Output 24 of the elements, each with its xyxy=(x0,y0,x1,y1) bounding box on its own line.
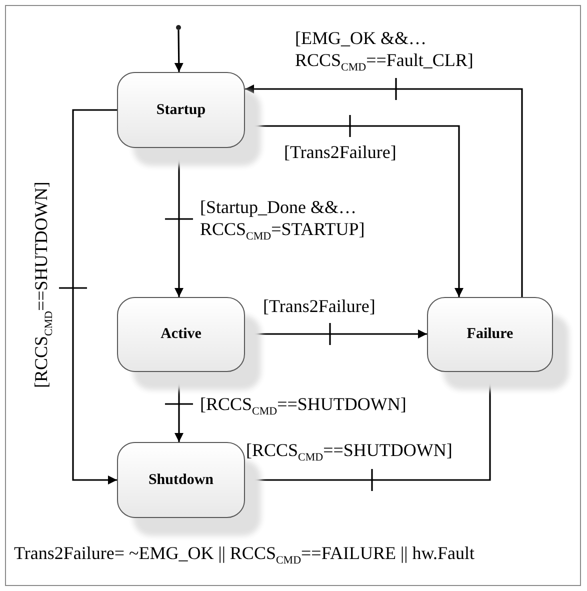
transition-arrow xyxy=(245,330,427,338)
transition-arrow xyxy=(174,148,184,297)
transition-arrow xyxy=(174,372,184,442)
transition-arrow xyxy=(245,372,491,484)
guard-condition: [RCCS$_{CMD}$==SHUTDOWN] xyxy=(246,439,454,466)
state-box xyxy=(117,442,245,518)
state-box xyxy=(427,297,553,372)
definition-note: Trans2Failure= ~EMG_OK || RCCS$_{CMD}$==FAILURE || hw.Fault xyxy=(14,543,475,567)
initial-state-dot xyxy=(176,25,181,30)
transition-arrow xyxy=(174,30,184,72)
state-box xyxy=(117,297,245,372)
state-name: Active xyxy=(160,326,202,343)
state-box xyxy=(117,72,245,148)
guard-condition: [Trans2Failure] xyxy=(284,141,398,163)
state-name: Failure xyxy=(466,326,514,343)
state-name: Shutdown xyxy=(148,472,214,488)
guard-condition: [RCCS$_{CMD}$==SHUTDOWN] xyxy=(200,393,408,420)
transition-arrow xyxy=(245,84,523,297)
guard-condition: [Startup_Done &&… RCCS$_{CMD}$=STARTUP] xyxy=(200,196,366,245)
transition-arrow xyxy=(72,109,117,484)
transition-arrow xyxy=(245,125,464,297)
guard-condition: [EMG_OK &&… RCCS$_{CMD}$==Fault_CLR] xyxy=(295,27,474,76)
guard-condition: [Trans2Failure] xyxy=(263,295,376,317)
state-name: Startup xyxy=(156,102,206,118)
